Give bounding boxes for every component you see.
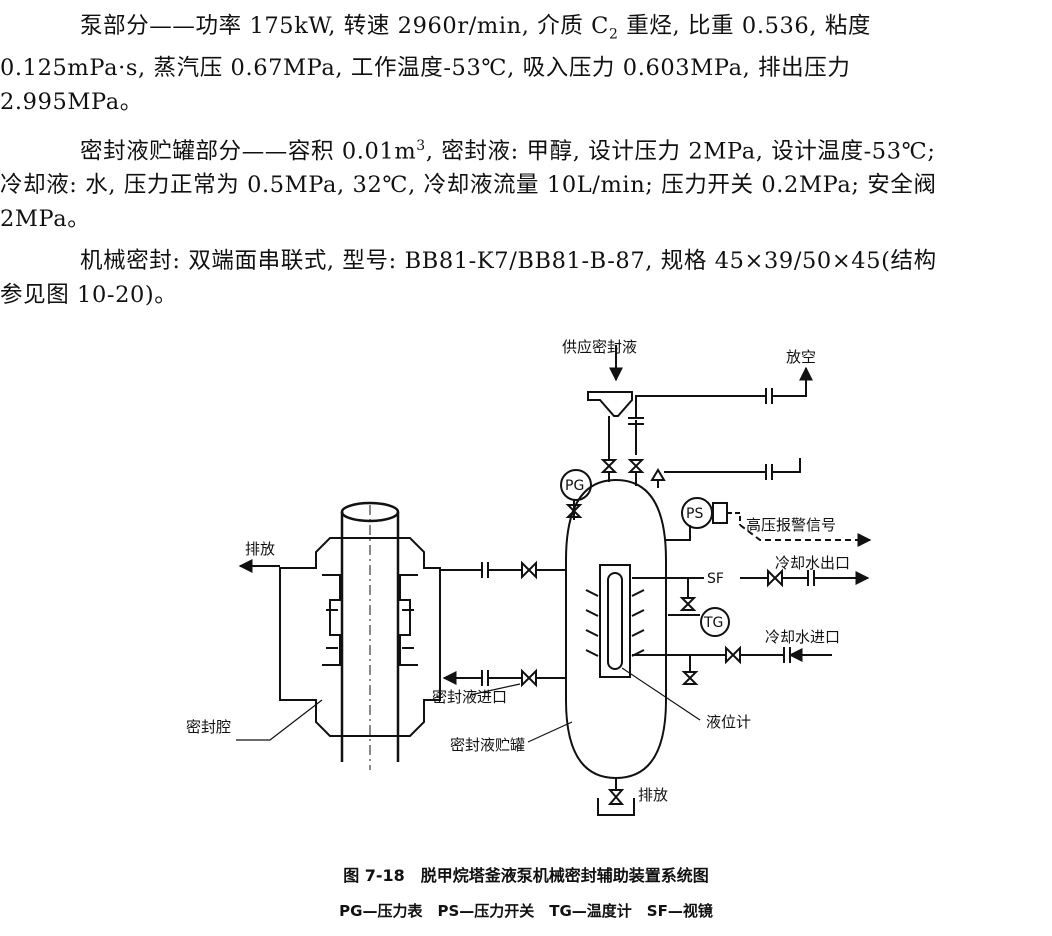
pump-shaft (340, 501, 400, 770)
relief-line (650, 458, 801, 488)
supply-line (587, 345, 633, 482)
tank-line-1-sup: 3 (416, 138, 426, 154)
tg-thermometer-circle (700, 607, 730, 637)
pump-line-1-a: 泵部分——功率 175kW, 转速 2960r/min, 介质 C (80, 13, 609, 39)
tank-line-1-a: 密封液贮罐部分——容积 0.01m (80, 138, 417, 165)
tank-line-1: 密封液贮罐部分——容积 0.01m3, 密封液: 甲醇, 设计压力 2MPa, … (0, 130, 1040, 169)
pump-line-2: 0.125mPa·s, 蒸汽压 0.67MPa, 工作温度-53℃, 吸入压力 … (0, 55, 851, 81)
level-gauge (585, 564, 645, 678)
seal-inlet-pipe (442, 668, 566, 688)
tank-leader (527, 721, 573, 743)
paragraph-seal: 机械密封: 双端面串联式, 型号: BB81-K7/BB81-B-87, 规格 … (0, 245, 1040, 312)
figure-caption-legend: PG—压力表 PS—压力开关 TG—温度计 SF—视镜 (339, 902, 713, 920)
tank-line-3: 2MPa。 (0, 205, 91, 232)
seal-line-2: 参见图 10-20)。 (0, 281, 178, 308)
supply-label: 供应密封液 (562, 338, 637, 356)
tank-label: 密封液贮罐 (450, 736, 525, 754)
sf-bypass-valve (679, 597, 697, 611)
tank-line-1-b: , 密封液: 甲醇, 设计压力 2MPa, 设计温度-53℃; (425, 138, 936, 165)
pump-line-3: 2.995MPa。 (0, 88, 143, 115)
upper-return-pipe (440, 560, 566, 580)
drain-bottom-label: 排放 (638, 786, 668, 804)
vent-line (627, 366, 813, 486)
seal-fluid-tank (565, 478, 667, 780)
seal-chamber-label: 密封腔 (186, 718, 231, 736)
pg-label: PG (565, 478, 584, 494)
pg-valve (565, 504, 583, 518)
cooling-water-out-pipe (632, 568, 870, 588)
pump-line-1-b: 重烃, 比重 0.536, 粘度 (618, 13, 872, 39)
pump-line-1: 泵部分——功率 175kW, 转速 2960r/min, 介质 C2 重烃, 比… (0, 10, 1040, 52)
pg-gauge-circle (560, 469, 592, 501)
level-gauge-label: 液位计 (706, 713, 751, 731)
seal-inlet-label: 密封液进口 (432, 688, 507, 706)
vent-label: 放空 (786, 348, 816, 366)
tank-line-2: 冷却液: 水, 压力正常为 0.5MPa, 32℃, 冷却液流量 10L/min… (0, 172, 937, 198)
cooling-water-in-pipe (632, 645, 832, 685)
sf-label: SF (707, 571, 724, 587)
cw-out-label: 冷却水出口 (775, 554, 850, 572)
seal-line-1: 机械密封: 双端面串联式, 型号: BB81-K7/BB81-B-87, 规格 … (80, 248, 937, 274)
seal-chamber-body (279, 537, 441, 737)
paragraph-tank: 密封液贮罐部分——容积 0.01m3, 密封液: 甲醇, 设计压力 2MPa, … (0, 130, 1040, 236)
pump-line-1-sub: 2 (608, 26, 619, 43)
level-gauge-leader (621, 667, 701, 721)
seal-system-diagram: 供应密封液 放空 PG PS TG SF 高压报警信号 冷却水出口 冷却水进口 … (186, 338, 872, 816)
ps-switch-circle (681, 497, 713, 529)
ps-label: PS (686, 506, 703, 522)
paragraph-pump: 泵部分——功率 175kW, 转速 2960r/min, 介质 C2 重烃, 比… (0, 10, 1040, 119)
drain-bottom-line (597, 778, 635, 816)
seal-inlet-leader (469, 683, 521, 696)
seal-chamber-leader (236, 699, 323, 741)
drain-left-label: 排放 (245, 540, 275, 558)
figure-caption-title: 图 7-18 脱甲烷塔釜液泵机械密封辅助装置系统图 (343, 866, 709, 885)
tg-label: TG (703, 615, 723, 631)
alarm-label: 高压报警信号 (746, 516, 836, 534)
cw-in-label: 冷却水进口 (765, 628, 840, 646)
